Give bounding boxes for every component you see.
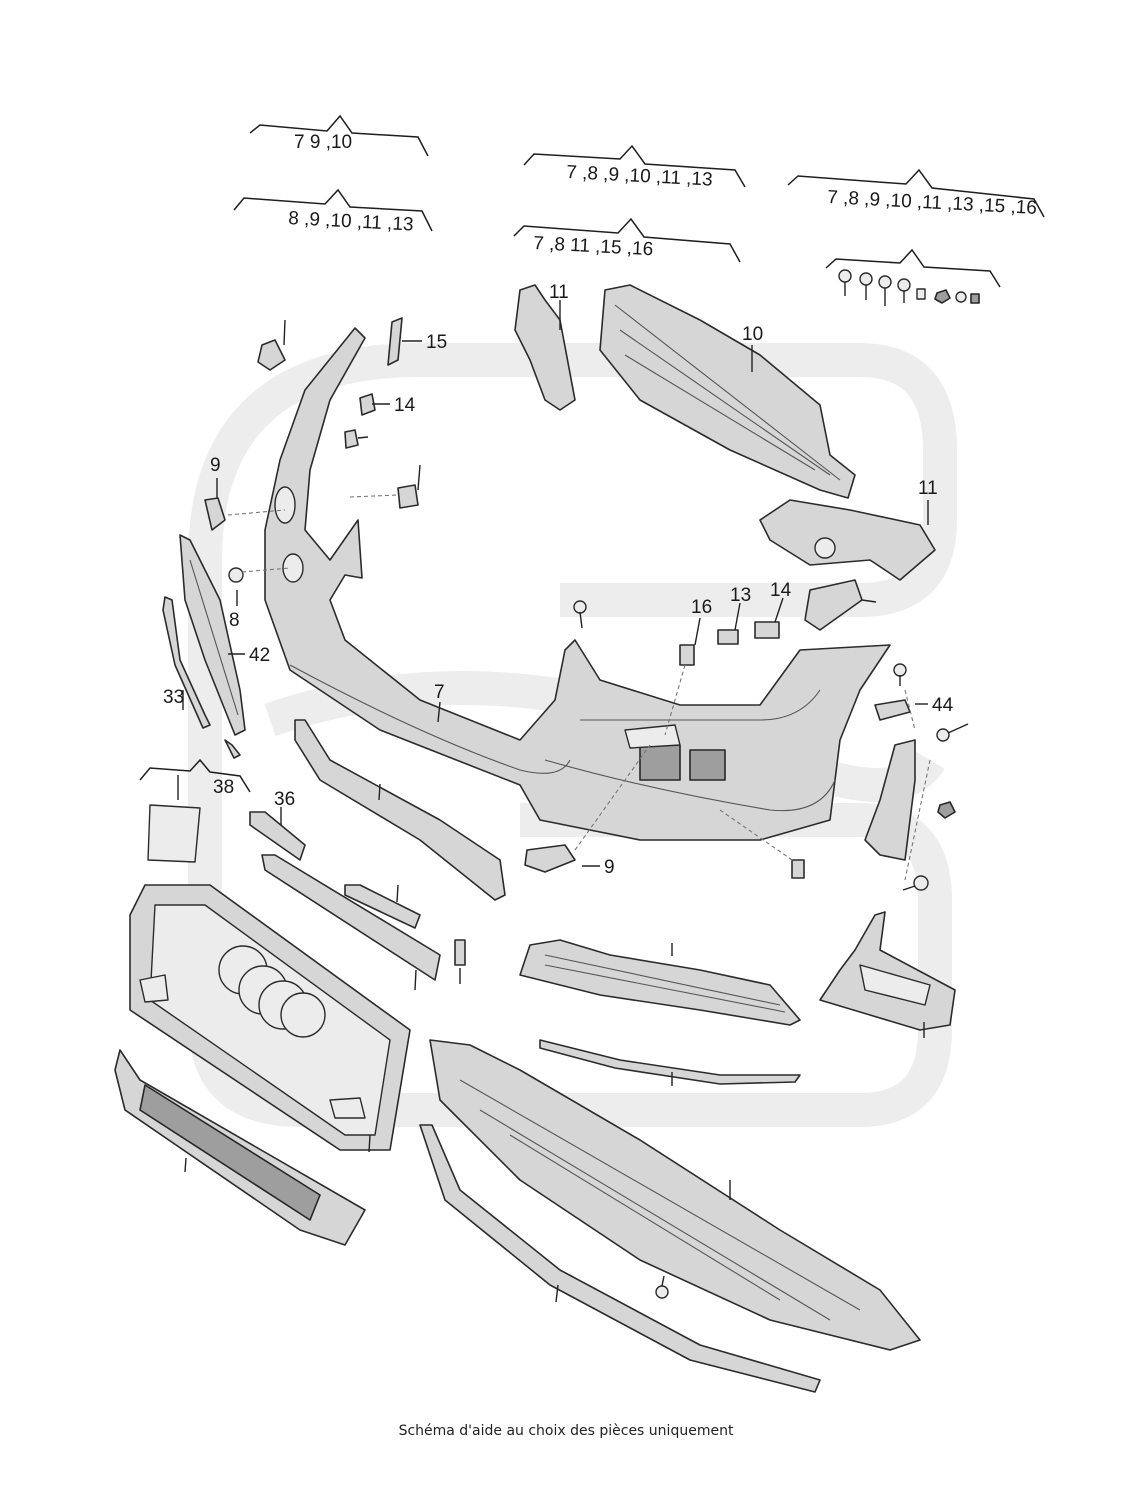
- clip-side: [397, 484, 419, 509]
- lower-grille-strip: [114, 1049, 366, 1246]
- callout-44: 44: [932, 695, 954, 716]
- side-guide-bracket: [864, 739, 916, 861]
- clip-14b: [754, 621, 780, 639]
- kit-bracket-2: 8 ,9 ,10 ,11 ,13: [233, 188, 433, 236]
- clip-16: [679, 644, 695, 666]
- leader-lines: [139, 300, 929, 1303]
- pdc-bracket: [454, 939, 466, 966]
- tow-eye-cover-front: [524, 844, 576, 873]
- small-hardware-bracket: [825, 248, 1001, 288]
- kit-label-4: 7 ,8 11 ,15 ,16: [533, 233, 654, 260]
- nut-icon: [934, 289, 951, 304]
- nut-icon: [937, 801, 956, 819]
- callout-33: 33: [163, 687, 184, 708]
- mounting-bracket-left: [514, 284, 576, 411]
- callout-9-left: 9: [210, 455, 221, 476]
- side-trim-strip: [162, 596, 241, 759]
- impact-carrier: [599, 284, 856, 499]
- bumper-cover: [264, 327, 891, 841]
- callout-42: 42: [249, 645, 270, 666]
- side-grille-insert: [179, 534, 246, 736]
- screw-icon: [655, 1275, 669, 1299]
- callout-11-top: 11: [549, 282, 569, 303]
- clip-13: [717, 629, 739, 645]
- clip-14a: [359, 393, 376, 416]
- headlamp-washer-bracket: [804, 579, 863, 631]
- lower-center-grille: [519, 939, 801, 1026]
- screw-icon: [838, 269, 852, 296]
- radiator-grille: [129, 884, 411, 1151]
- callout-14-left: 14: [394, 395, 416, 416]
- screw-icon: [897, 278, 911, 303]
- sealant-bag: [147, 804, 201, 863]
- screw-icon: [902, 875, 929, 891]
- kit-bracket-4: 7 ,8 11 ,15 ,16: [513, 217, 741, 263]
- reflector-44: [874, 699, 911, 721]
- screw-icon: [573, 600, 587, 629]
- clip-15: [387, 317, 403, 366]
- side-air-deflector: [819, 911, 956, 1031]
- kit-bracket-1: 7 9 ,10: [249, 114, 429, 157]
- callout-8: 8: [229, 610, 240, 631]
- callout-9-front: 9: [604, 857, 615, 878]
- callout-36: 36: [274, 789, 295, 810]
- mounting-bracket-right: [759, 499, 936, 581]
- callout-14-right: 14: [770, 580, 792, 601]
- kit-bracket-5: 7 ,8 ,9 ,10 ,11 ,13 ,15 ,16: [787, 168, 1045, 219]
- callout-7: 7: [434, 682, 445, 703]
- tow-eye-cover-left: [204, 497, 226, 531]
- grille-clip-small: [791, 859, 805, 879]
- callout-38: 38: [213, 777, 234, 798]
- screw-icon: [893, 663, 907, 686]
- clip-icon: [970, 293, 980, 304]
- diagram-caption: Schéma d'aide au choix des pièces unique…: [398, 1423, 734, 1439]
- callout-10: 10: [742, 324, 763, 345]
- clip-lower: [344, 429, 359, 449]
- screw-icon: [936, 723, 969, 742]
- clip-icon: [916, 288, 926, 300]
- screw-icon: [878, 275, 892, 306]
- lower-trim-strip: [419, 1124, 821, 1393]
- kit-label-5: 7 ,8 ,9 ,10 ,11 ,13 ,15 ,16: [827, 187, 1038, 219]
- parking-sensor-holder: [257, 339, 286, 371]
- kit-bracket-3: 7 ,8 ,9 ,10 ,11 ,13: [523, 144, 746, 191]
- callout-13: 13: [730, 585, 751, 606]
- energy-absorber: [249, 719, 506, 981]
- callout-16: 16: [691, 597, 712, 618]
- kit-label-2: 8 ,9 ,10 ,11 ,13: [288, 208, 414, 236]
- hardware-screws: [838, 269, 980, 306]
- callout-11-right: 11: [918, 478, 938, 499]
- callout-15: 15: [426, 332, 447, 353]
- chrome-strip-lower: [539, 1039, 801, 1085]
- callouts: 11 10 11 15 14 9 8 42 33 38 36 7 16 13 1…: [163, 282, 954, 878]
- underbody-panel: [429, 1039, 921, 1351]
- screw-icon: [859, 272, 873, 300]
- emblem-cover: [228, 567, 244, 583]
- kit-label-1: 7 9 ,10: [294, 132, 352, 153]
- washer-icon: [955, 291, 967, 303]
